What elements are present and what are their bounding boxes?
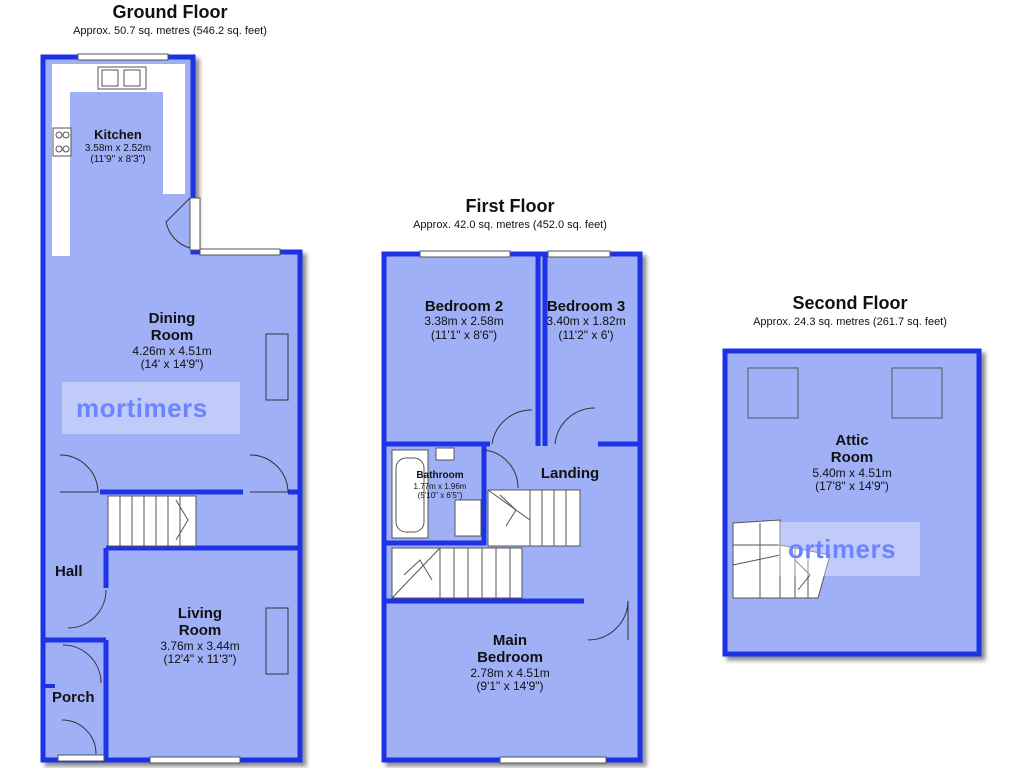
bath-inner-icon (395, 457, 425, 533)
bathroom-metric: 1.77m x 1.96m (413, 481, 467, 491)
first-floor-title: First Floor (465, 196, 555, 216)
watermark-ground: mortimers (62, 382, 240, 434)
dining-door-swing-right (249, 454, 289, 493)
hob-ring-icon (55, 131, 63, 139)
second-floor-header: Second Floor Approx. 24.3 sq. metres (26… (720, 293, 980, 328)
back-door-frame (189, 197, 201, 251)
kitchen-sink-icon (97, 66, 147, 90)
main-bedroom-name2: Bedroom (477, 649, 543, 667)
bedroom2-metric: 3.38m x 2.58m (424, 314, 504, 329)
dining-metric: 4.26m x 4.51m (132, 343, 212, 358)
attic-metric: 5.40m x 4.51m (812, 465, 892, 480)
living-door-swing (67, 589, 107, 629)
watermark-attic: ortimers (778, 522, 920, 576)
main-bedroom-label: Main Bedroom 2.78m x 4.51m (9'1" x 14'9"… (450, 632, 570, 694)
bedroom3-door-swing (554, 407, 596, 445)
bathroom-label: Bathroom 1.77m x 1.96m (5'10" x 6'5") (400, 470, 480, 500)
living-name2: Room (178, 622, 222, 640)
main-bedroom-metric: 2.78m x 4.51m (470, 665, 550, 680)
ground-floor-title: Ground Floor (112, 2, 228, 22)
second-floor-area: Approx. 24.3 sq. metres (261.7 sq. feet) (753, 316, 947, 328)
bedroom2-imperial: (11'1" x 8'6") (430, 328, 498, 343)
bathroom-imperial: (5'10" x 6'5") (417, 490, 463, 500)
bathroom-door-swing (483, 449, 519, 489)
kitchen-counter-right (163, 92, 185, 194)
attic-name: Attic (835, 432, 869, 449)
ground-floor-area: Approx. 50.7 sq. metres (546.2 sq. feet) (73, 25, 267, 37)
bedroom2-name: Bedroom 2 (424, 298, 504, 315)
bedroom3-imperial: (11'2" x 6') (558, 328, 614, 343)
hob-ring-icon (62, 145, 70, 153)
attic-stairs (732, 519, 831, 599)
first-floor-plan (381, 250, 643, 764)
main-bedroom-name: Main (492, 632, 528, 649)
living-metric: 3.76m x 3.44m (160, 638, 240, 653)
first-floor-upper-stairs (487, 489, 581, 547)
dining-name: Dining (148, 310, 196, 327)
second-floor-title: Second Floor (792, 293, 908, 313)
kitchen-name: Kitchen (94, 127, 142, 142)
bedroom2-door-swing (491, 409, 533, 445)
kitchen-label: Kitchen 3.58m x 2.52m (11'9" x 8'3") (78, 127, 158, 166)
first-floor-area: Approx. 42.0 sq. metres (452.0 sq. feet) (413, 219, 607, 231)
front-door-swing (61, 719, 97, 755)
living-window (149, 756, 241, 764)
bedroom3-metric: 3.40m x 1.82m (546, 314, 626, 329)
bathroom-name: Bathroom (416, 470, 464, 481)
bedroom3-window (547, 250, 611, 258)
living-chimney-breast (265, 607, 289, 675)
sink-bowl-icon (101, 69, 119, 87)
living-name: Living (177, 605, 223, 622)
hob-icon (52, 127, 72, 157)
living-imperial: (12'4" x 11'3") (163, 652, 237, 667)
dining-window (199, 248, 281, 256)
front-door (57, 754, 105, 762)
hall-name: Hall (55, 563, 83, 580)
porch-name: Porch (52, 689, 95, 706)
attic-room-label: Attic Room 5.40m x 4.51m (17'8" x 14'9") (792, 432, 912, 494)
dining-chimney-breast (265, 333, 289, 401)
porch-label: Porch (52, 689, 104, 706)
main-bedroom-door-swing (587, 600, 629, 641)
basin-icon (454, 499, 482, 537)
bedroom3-name: Bedroom 3 (546, 298, 626, 315)
dining-door-swing-left (59, 454, 99, 493)
living-room-label: Living Room 3.76m x 3.44m (12'4" x 11'3"… (140, 605, 260, 667)
back-door-swing (165, 197, 191, 249)
bedroom3-label: Bedroom 3 3.40m x 1.82m (11'2" x 6') (536, 298, 636, 343)
kitchen-counter-left (52, 64, 70, 256)
landing-name: Landing (540, 465, 600, 482)
porch-door-swing (62, 644, 102, 684)
toilet-icon (435, 447, 455, 461)
main-bedroom-window (499, 756, 607, 764)
dining-imperial: (14' x 14'9") (140, 357, 204, 372)
ground-stairs (107, 495, 197, 547)
dining-room-label: Dining Room 4.26m x 4.51m (14' x 14'9") (112, 310, 232, 372)
first-floor-header: First Floor Approx. 42.0 sq. metres (452… (380, 196, 640, 231)
kitchen-window (77, 53, 169, 61)
kitchen-imperial: (11'9" x 8'3") (90, 154, 146, 166)
bedroom2-label: Bedroom 2 3.38m x 2.58m (11'1" x 8'6") (404, 298, 524, 343)
second-floor-plan (722, 348, 982, 657)
skylight-right-icon (891, 367, 943, 419)
sink-bowl-icon (123, 69, 141, 87)
attic-name2: Room (830, 449, 874, 467)
ground-floor-header: Ground Floor Approx. 50.7 sq. metres (54… (40, 2, 300, 37)
bedroom2-window (419, 250, 511, 258)
dining-name2: Room (150, 327, 194, 345)
ground-floor-plan (40, 53, 303, 764)
landing-label: Landing (530, 465, 610, 482)
main-bedroom-imperial: (9'1" x 14'9") (476, 679, 544, 694)
first-floor-lower-stairs (391, 547, 523, 599)
hall-label: Hall (55, 563, 101, 580)
kitchen-metric: 3.58m x 2.52m (84, 142, 152, 154)
skylight-left-icon (747, 367, 799, 419)
second-floor-outline (722, 348, 982, 657)
hob-ring-icon (62, 131, 70, 139)
hob-ring-icon (55, 145, 63, 153)
attic-imperial: (17'8" x 14'9") (815, 479, 889, 494)
